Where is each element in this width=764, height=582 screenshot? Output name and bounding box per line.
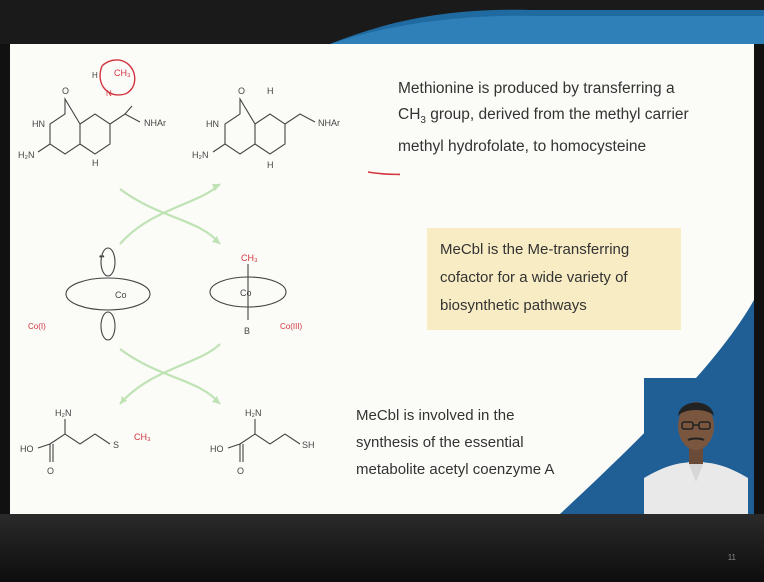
label-ho-right: HO xyxy=(210,444,224,454)
label-ch3-annotated: CH₃ xyxy=(114,68,131,78)
page-number: 11 xyxy=(727,553,736,562)
label-h-annotated: H xyxy=(92,71,98,80)
bottom-banner: 11 xyxy=(0,514,764,582)
label-h-right-bottom: H xyxy=(267,160,274,170)
group-text: group, derived from the methyl carrier xyxy=(425,106,689,123)
text-mecbl-line-2: cofactor for a wide variety of xyxy=(440,269,628,286)
label-hn-left: HN xyxy=(32,119,45,129)
label-co-left: Co xyxy=(115,290,127,300)
text-methionine: Methionine is produced by transferring a… xyxy=(398,76,743,160)
text-acetyl-coa: MeCbl is involved in the synthesis of th… xyxy=(356,402,636,483)
text-acetyl-line-2: synthesis of the essential xyxy=(356,434,524,451)
label-co-right: Co xyxy=(240,288,252,298)
label-nhar-left: NHAr xyxy=(144,118,166,128)
text-methionine-line-3: methyl hydrofolate, to homocysteine xyxy=(398,138,647,156)
text-acetyl-line-3: metabolite acetyl coenzyme A xyxy=(356,461,555,478)
label-ho-left: HO xyxy=(20,444,34,454)
top-swoosh xyxy=(330,9,764,44)
ch3-subscript: 3 xyxy=(420,115,426,127)
text-methionine-line-2: CH3 group, derived from the methyl carri… xyxy=(398,102,743,134)
label-o-bottom-left: O xyxy=(47,466,54,476)
ch3-text: CH xyxy=(398,106,421,123)
label-ch3-methionine: CH₃ xyxy=(134,432,151,442)
highlight-box xyxy=(427,228,681,330)
label-o-left: O xyxy=(62,86,69,96)
label-co-i: Co(I) xyxy=(28,322,46,331)
label-h2n-bottom-right: H₂N xyxy=(245,408,262,418)
presenter-video xyxy=(644,378,748,514)
label-n-annotated: N xyxy=(106,89,112,98)
label-s: S xyxy=(113,440,119,450)
label-o-bottom-right: O xyxy=(237,466,244,476)
text-acetyl-line-1: MeCbl is involved in the xyxy=(356,407,515,424)
label-h-right-top: H xyxy=(267,86,274,96)
label-h2n-bottom-left: H₂N xyxy=(55,408,72,418)
label-sh: SH xyxy=(302,440,315,450)
label-h-left: H xyxy=(92,158,99,168)
chemistry-diagram: O HN H₂N H NHAr O HN H₂N H H NHAr Co •• … xyxy=(18,59,400,476)
label-co-iii: Co(III) xyxy=(280,322,303,331)
label-lone-pair: •• xyxy=(99,252,105,261)
label-nhar-right: NHAr xyxy=(318,118,340,128)
text-mecbl-line-1: MeCbl is the Me-transferring xyxy=(440,241,630,258)
label-ch3-co: CH₃ xyxy=(241,253,258,263)
label-h2n-right: H₂N xyxy=(192,150,209,160)
label-b: B xyxy=(244,326,250,336)
label-o-right: O xyxy=(238,86,245,96)
text-mecbl-line-3: biosynthetic pathways xyxy=(440,297,587,314)
label-hn-right: HN xyxy=(206,119,219,129)
text-mecbl-cofactor: MeCbl is the Me-transferring cofactor fo… xyxy=(440,236,680,320)
text-methionine-line-1: Methionine is produced by transferring a xyxy=(398,80,675,97)
label-h2n-left: H₂N xyxy=(18,150,35,160)
